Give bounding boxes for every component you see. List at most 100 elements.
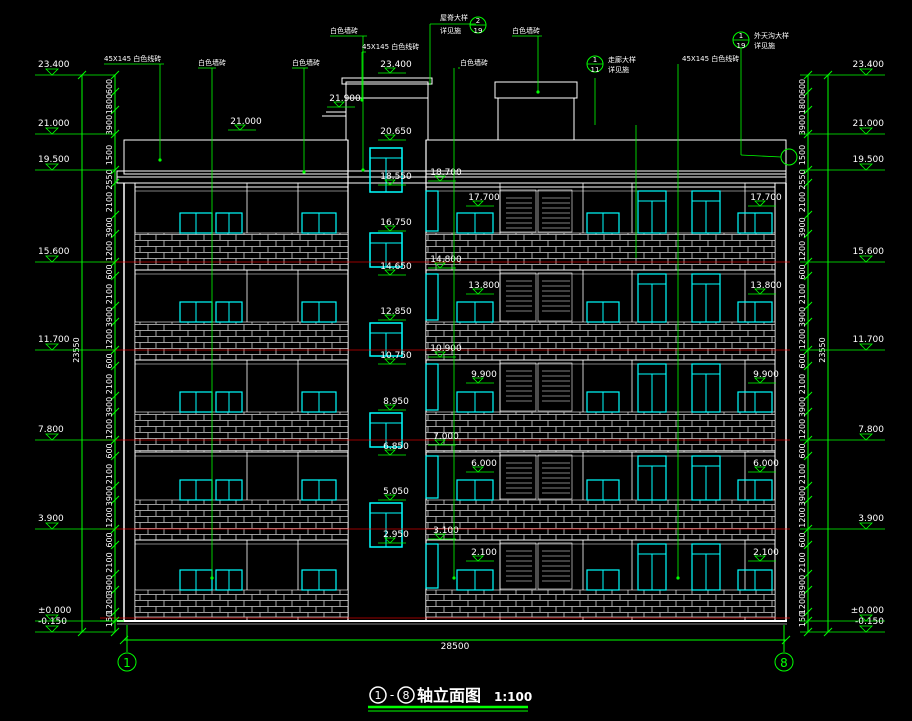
dim-left-chain-tick-6 <box>110 210 120 220</box>
center-win-elev-2-marker <box>472 377 484 384</box>
note-mid-dot <box>452 576 456 580</box>
note-top-center-dot <box>361 168 365 172</box>
axis-label-8: 8 <box>780 656 788 670</box>
elev-left-marker-5 <box>45 433 59 441</box>
stair-opening-b-1 <box>537 272 573 322</box>
side-window-3 <box>425 455 439 499</box>
stair-opening-a-2 <box>499 362 537 412</box>
note-top-line-text: 45X145 白色线砖 <box>362 42 419 51</box>
dim-left-chain-label-21: 2100 <box>105 552 114 572</box>
center-win-elev-0-marker <box>472 200 484 207</box>
dim-left-chain-label-9: 2100 <box>105 284 114 304</box>
right-win-elev-2-marker <box>754 377 766 384</box>
dim-left-chain-tick-18 <box>110 481 120 491</box>
dim-right-chain-tick-9 <box>803 271 813 281</box>
stair-opening-b-3 <box>537 454 573 500</box>
brick-band-right-1 <box>425 321 776 361</box>
dim-left-chain-tick-2 <box>110 105 120 115</box>
elev-left-marker-3 <box>45 255 59 263</box>
axis-bubble-1-icon <box>117 652 137 672</box>
dim-left-chain-tick-23 <box>110 585 120 595</box>
elev-left-marker-7 <box>45 614 59 622</box>
elev-left-label-7: ±0.000 <box>38 606 72 616</box>
dim-left-chain-tick-5 <box>110 178 120 188</box>
right-win-elev-4-label: 2.100 <box>753 548 779 558</box>
axis-circle-1-icon <box>369 686 387 704</box>
stair-elev-7-marker <box>384 449 396 456</box>
stair-elev-8-marker <box>384 494 396 501</box>
elev-right-label-3: 15.600 <box>853 247 885 257</box>
ridge-cap-top <box>341 77 433 85</box>
elev-right-marker-7 <box>859 614 873 622</box>
note-right-line-dot <box>676 576 680 580</box>
side-window-2 <box>425 363 439 411</box>
axis-bubble-8-icon <box>774 652 794 672</box>
dim-right-chain-tick-14 <box>803 391 813 401</box>
dim-right-chain-tick-13 <box>803 361 813 371</box>
elev-left-label-4: 11.700 <box>38 335 70 345</box>
brick-band-left-1 <box>134 321 349 361</box>
note-left-line-dot <box>158 158 162 162</box>
center-win-elev-1-label: 13.800 <box>468 281 500 291</box>
dim-left-chain-label-12: 600 <box>105 353 114 368</box>
stair-opening-b-0 <box>537 189 573 233</box>
note-right-line-text: 45X145 白色线砖 <box>682 54 739 63</box>
stair-elev-6-label: 8.950 <box>383 397 409 407</box>
top-band-right <box>425 182 776 188</box>
right-win-elev-3-marker <box>754 466 766 473</box>
stair-elev-3-marker <box>384 269 396 276</box>
elev-right-marker-4 <box>859 343 873 351</box>
dim-right-chain-tick-6 <box>803 210 813 220</box>
stair-elev-2-label: 16.750 <box>380 218 412 228</box>
side-window-4 <box>425 543 439 589</box>
dim-right-chain-label-13: 2100 <box>798 374 807 394</box>
title-axis-1: 1 <box>375 689 382 702</box>
dim-right-chain-tick-23 <box>803 585 813 595</box>
dim-right-chain-tick-2 <box>803 105 813 115</box>
right-stair-elev-3-label: 7.000 <box>433 432 459 442</box>
dim-right-chain-label-6: 3900 <box>798 217 807 237</box>
title-text: 轴立面图 <box>417 686 481 705</box>
dim-left-chain-label-24: 150 <box>105 612 114 627</box>
dim-right-chain-tick-15 <box>803 407 813 417</box>
note-top-right-text: 白色墙砖 <box>512 26 540 35</box>
stair-elev-7-label: 6.850 <box>383 442 409 452</box>
dim-left-chain-tick-17 <box>110 451 120 461</box>
elev-right-label-0: 23.400 <box>853 60 885 70</box>
brick-band-left-3 <box>134 499 349 541</box>
roof-elev-23400-marker <box>384 67 396 74</box>
dim-right-chain-tick-24 <box>803 607 813 617</box>
stair-elev-5-label: 10.750 <box>380 351 412 361</box>
dim-left-chain-label-18: 3900 <box>105 486 114 506</box>
dim-right-chain-label-20: 600 <box>798 532 807 547</box>
elev-right-label-6: 3.900 <box>858 514 884 524</box>
top-band-left <box>134 182 349 188</box>
right-stair-elev-1-marker <box>434 262 446 269</box>
elev-left-label-0: 23.400 <box>38 60 70 70</box>
dim-right-chain-tick-5 <box>803 178 813 188</box>
dim-left-chain-tick-7 <box>110 229 120 239</box>
elev-right-label-8: -0.150 <box>855 617 884 627</box>
side-window-1 <box>425 273 439 321</box>
right-stair-elev-2-label: 10.900 <box>430 344 462 354</box>
dim-right-chain-tick-7 <box>803 229 813 239</box>
dim-left-chain-label-2: 3900 <box>105 115 114 135</box>
dim-left-chain-label-4: 2550 <box>105 169 114 189</box>
note-white-tile-1-dot <box>210 576 214 580</box>
dim-left-chain-label-5: 2100 <box>105 192 114 212</box>
elev-left-label-5: 7.800 <box>38 425 64 435</box>
stair-opening-a-3 <box>499 454 537 500</box>
brick-band-left-2 <box>134 411 349 453</box>
dim-right-chain-label-21: 2100 <box>798 552 807 572</box>
right-stair-elev-2-marker <box>434 351 446 358</box>
brick-band-left-4 <box>134 589 349 618</box>
ref1-sheet: 11 <box>591 66 600 74</box>
elev-right-marker-8 <box>859 625 873 633</box>
dim-left-chain-tick-24 <box>110 607 120 617</box>
roof-elev-21000-marker <box>234 124 246 131</box>
roof-elev-21000-label: 21.000 <box>230 117 262 127</box>
note-left-line-text: 45X145 白色线砖 <box>104 54 161 63</box>
dim-left-chain-label-10: 3900 <box>105 307 114 327</box>
dim-left-chain-tick-9 <box>110 271 120 281</box>
center-win-elev-4-marker <box>472 555 484 562</box>
